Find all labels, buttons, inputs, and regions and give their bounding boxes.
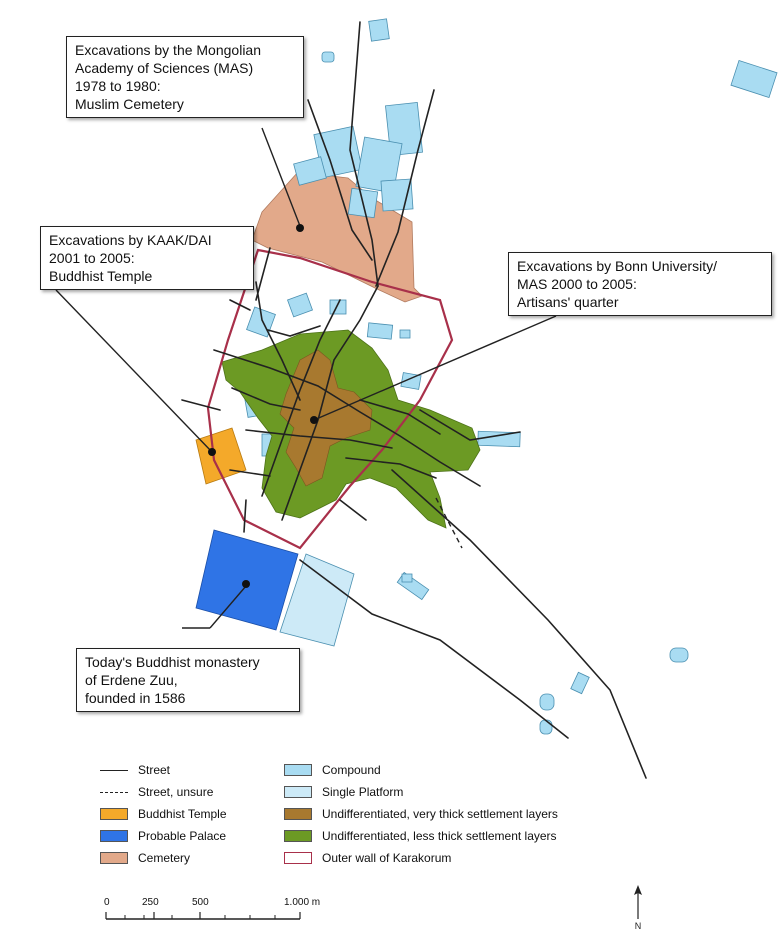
legend-label: Undifferentiated, less thick settlement …: [322, 829, 557, 843]
callout-line: of Erdene Zuu,: [85, 672, 178, 688]
legend-outer-wall: Outer wall of Karakorum: [284, 850, 451, 866]
street-network: [181, 21, 647, 779]
legend-street-unsure: Street, unsure: [100, 784, 213, 800]
legend-label: Buddhist Temple: [138, 807, 227, 821]
street-swatch: [100, 769, 128, 771]
legend-less-thick: Undifferentiated, less thick settlement …: [284, 828, 557, 844]
callout-line: Buddhist Temple: [49, 268, 153, 284]
callout-line: Today's Buddhist monastery: [85, 654, 260, 670]
street-unsure-network: [435, 497, 463, 549]
cemetery-swatch: [100, 852, 128, 864]
very-thick-swatch: [284, 808, 312, 820]
callout-leaders: [55, 127, 557, 629]
legend-label: Outer wall of Karakorum: [322, 851, 452, 865]
callout-markers: [208, 224, 318, 588]
outer-wall-swatch: [284, 852, 312, 864]
legend-buddhist-temple: Buddhist Temple: [100, 806, 227, 822]
legend-very-thick: Undifferentiated, very thick settlement …: [284, 806, 558, 822]
callout-line: Excavations by KAAK/DAI: [49, 232, 212, 248]
scale-bar: 0 250 500 1.000 m: [100, 897, 330, 927]
compound-swatch: [284, 764, 312, 776]
street-unsure-swatch: [100, 791, 128, 793]
probable-palace-swatch: [100, 830, 128, 842]
scale-tick-label: 250: [142, 897, 159, 908]
scale-tick-label: 1.000 m: [284, 897, 321, 908]
map-legend: Street Street, unsure Buddhist Temple Pr…: [100, 760, 620, 870]
scale-tick-label: 0: [104, 897, 110, 908]
outer-wall: [206, 248, 454, 550]
callout-line: Artisans' quarter: [517, 294, 619, 310]
legend-label: Compound: [322, 763, 381, 777]
callout-line: 1978 to 1980:: [75, 78, 161, 94]
legend-label: Probable Palace: [138, 829, 227, 843]
callout-bonn-excavations: Excavations by Bonn University/ MAS 2000…: [508, 252, 772, 316]
marker-palace: [242, 580, 250, 588]
legend-label: Undifferentiated, very thick settlement …: [322, 807, 558, 821]
scale-bar-graphic: [105, 912, 301, 920]
callout-mas-excavations: Excavations by the Mongolian Academy of …: [66, 36, 304, 118]
north-label: N: [635, 921, 642, 930]
marker-cemetery: [296, 224, 304, 232]
legend-street: Street: [100, 762, 170, 778]
probable-palace-area: [195, 529, 299, 631]
north-arrow-icon: N: [634, 885, 642, 930]
callout-line: Muslim Cemetery: [75, 96, 184, 112]
legend-label: Single Platform: [322, 785, 404, 799]
single-platform-swatch: [284, 786, 312, 798]
legend-compound: Compound: [284, 762, 381, 778]
buddhist-temple-swatch: [100, 808, 128, 820]
callout-line: Excavations by Bonn University/: [517, 258, 717, 274]
legend-label: Cemetery: [138, 851, 191, 865]
legend-probable-palace: Probable Palace: [100, 828, 226, 844]
callout-line: Academy of Sciences (MAS): [75, 60, 254, 76]
marker-artisans: [310, 416, 318, 424]
callout-line: Excavations by the Mongolian: [75, 42, 261, 58]
legend-cemetery: Cemetery: [100, 850, 190, 866]
scale-tick-label: 500: [192, 897, 209, 908]
legend-label: Street, unsure: [138, 785, 214, 799]
single-platform-area: [279, 553, 355, 647]
callout-kaak-excavations: Excavations by KAAK/DAI 2001 to 2005: Bu…: [40, 226, 254, 290]
marker-temple: [208, 448, 216, 456]
callout-erdene-zuu: Today's Buddhist monastery of Erdene Zuu…: [76, 648, 300, 712]
legend-single-platform: Single Platform: [284, 784, 403, 800]
callout-line: 2001 to 2005:: [49, 250, 135, 266]
callout-line: founded in 1586: [85, 690, 186, 706]
less-thick-swatch: [284, 830, 312, 842]
legend-label: Street: [138, 763, 171, 777]
callout-line: MAS 2000 to 2005:: [517, 276, 637, 292]
